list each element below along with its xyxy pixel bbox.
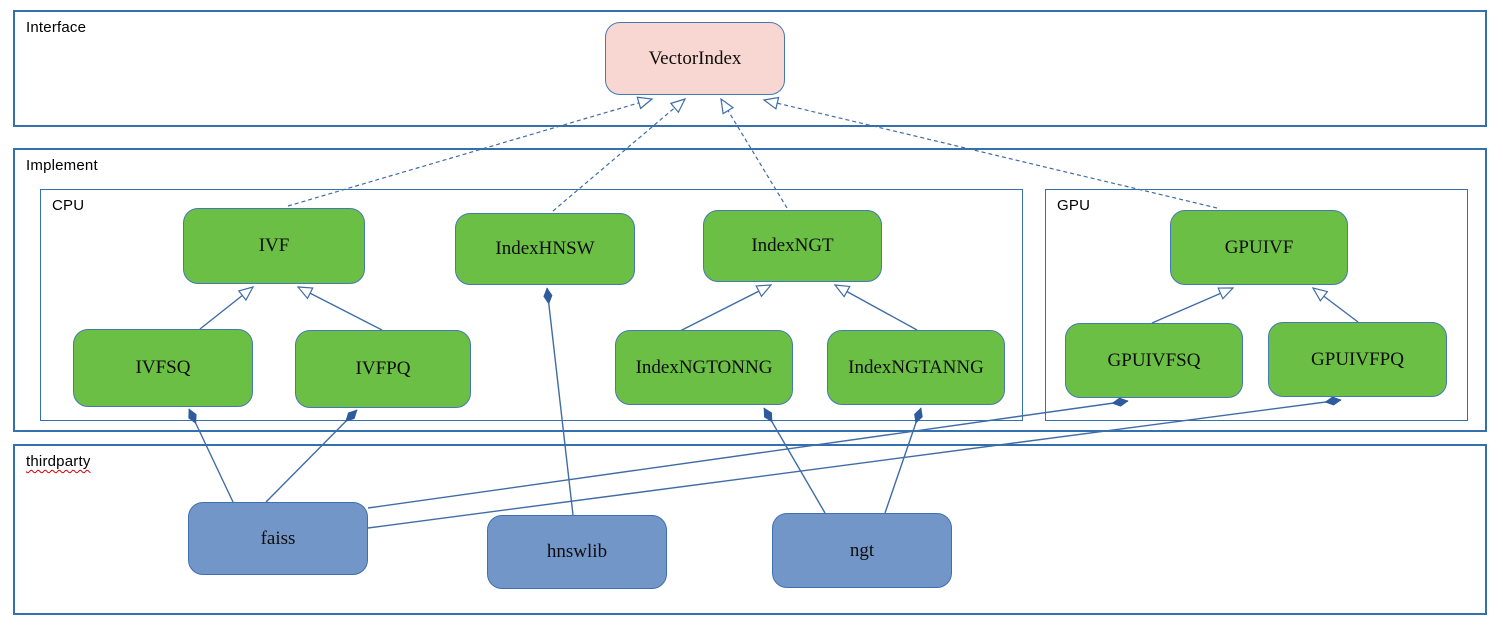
library-node-faiss: faiss <box>188 502 368 575</box>
class-node-gpuivf: GPUIVF <box>1170 210 1348 285</box>
edge-realization-ivf-vectorindex <box>287 99 652 207</box>
edge-composition-hnswlib-indexhnsw <box>543 287 574 516</box>
class-node-label: IVF <box>258 235 290 256</box>
library-node-label: faiss <box>260 527 296 549</box>
library-node-label: hnswlib <box>546 541 608 562</box>
edge-realization-indexhnsw-vectorindex <box>552 99 685 212</box>
edge-inheritance-gpuivfpq-gpuivf <box>1313 288 1359 323</box>
class-node-ivf: IVF <box>183 208 365 284</box>
class-node-label: IVFSQ <box>135 357 191 378</box>
section-thirdparty: thirdparty <box>13 444 1487 615</box>
class-node-ivfpq: IVFPQ <box>295 330 471 408</box>
library-node-ngt: ngt <box>772 513 952 588</box>
edge-composition-faiss-ivfsq <box>188 408 234 503</box>
class-node-label: IndexNGTONNG <box>635 356 773 378</box>
section-cpu-label: CPU <box>52 197 85 214</box>
section-gpu: GPU <box>1045 189 1468 421</box>
class-node-label: IndexHNSW <box>495 238 595 259</box>
edge-composition-faiss-gpuivfpq <box>367 396 1342 529</box>
edge-inheritance-ivfpq-ivf <box>298 287 383 331</box>
edge-composition-ngt-indexngtonng <box>763 407 826 514</box>
edge-inheritance-indexngtonng-indexngt <box>679 285 771 332</box>
class-node-label: IVFPQ <box>355 358 411 379</box>
edge-composition-faiss-gpuivfsq <box>367 397 1129 509</box>
edge-composition-faiss-ivfpq <box>265 409 358 503</box>
class-node-indexngtanng: IndexNGTANNG <box>827 330 1005 405</box>
edge-inheritance-indexngtanng-indexngt <box>835 285 918 331</box>
section-thirdparty-label: thirdparty <box>26 453 91 470</box>
class-node-label: IndexNGTANNG <box>848 356 984 378</box>
section-cpu: CPU <box>40 189 1023 421</box>
class-node-label: GPUIVFPQ <box>1311 348 1404 370</box>
section-gpu-label: GPU <box>1057 197 1091 214</box>
section-interface: Interface <box>13 10 1487 127</box>
class-node-label: GPUIVF <box>1224 236 1294 258</box>
edge-inheritance-gpuivfsq-gpuivf <box>1151 287 1233 324</box>
edge-realization-gpuivf-vectorindex <box>764 100 1218 209</box>
class-node-gpuivfpq: GPUIVFPQ <box>1268 322 1447 397</box>
section-implement: Implement <box>13 148 1487 432</box>
class-node-label: IndexNGT <box>751 235 834 256</box>
section-interface-label: Interface <box>26 19 87 36</box>
class-node-gpuivfsq: GPUIVFSQ <box>1065 323 1243 398</box>
class-node-indexngt: IndexNGT <box>703 210 882 282</box>
section-implement-label: Implement <box>26 157 98 174</box>
library-node-hnswlib: hnswlib <box>487 515 667 589</box>
library-node-label: ngt <box>849 539 875 561</box>
class-node-ivfsq: IVFSQ <box>73 329 253 407</box>
class-node-label: VectorIndex <box>648 47 742 69</box>
class-node-indexngtonng: IndexNGTONNG <box>615 330 793 405</box>
class-node-indexhnsw: IndexHNSW <box>455 213 635 285</box>
edge-inheritance-ivfsq-ivf <box>199 287 253 330</box>
edge-realization-indexngt-vectorindex <box>721 99 788 209</box>
class-node-label: GPUIVFSQ <box>1107 349 1201 371</box>
edge-composition-ngt-indexngtanng <box>884 407 923 514</box>
class-node-vectorindex: VectorIndex <box>605 22 785 95</box>
